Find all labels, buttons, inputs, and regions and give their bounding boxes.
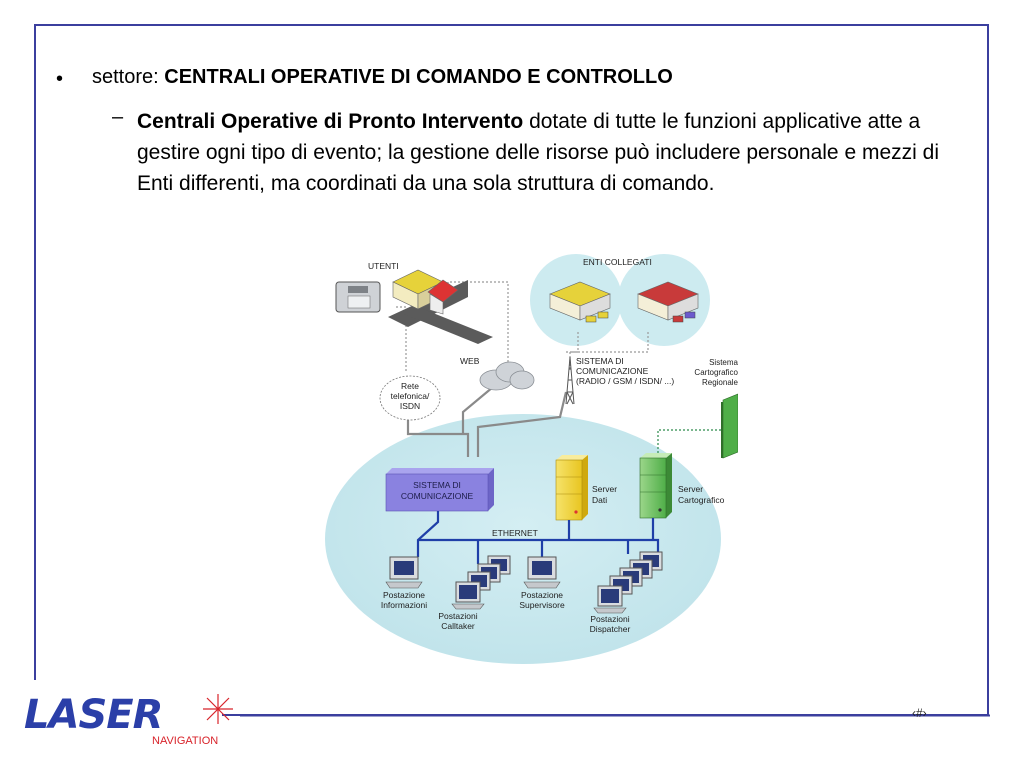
network-diagram: UTENTI ENTI COLLEGATI WEB (325, 254, 738, 664)
bullet-dot: • (56, 68, 64, 90)
footer-line (240, 714, 990, 717)
frame-gap (30, 680, 242, 740)
label-box-1: SISTEMA DI (413, 480, 461, 490)
telephone-icon (335, 281, 381, 313)
bullet-prefix: settore: (92, 66, 159, 88)
label-post-call-2: Calltaker (441, 621, 475, 631)
sub-dash: – (112, 106, 124, 128)
label-web: WEB (460, 356, 480, 366)
label-enti-collegati: ENTI COLLEGATI (583, 257, 652, 267)
bullet-title: CENTRALI OPERATIVE DI COMANDO E CONTROLL… (164, 66, 673, 88)
bullet-line: settore: CENTRALI OPERATIVE DI COMANDO E… (92, 66, 673, 89)
label-post-info-1: Postazione (383, 590, 425, 600)
label-carto-1: Sistema (709, 358, 738, 367)
label-rete-3: ISDN (400, 401, 420, 411)
label-post-info-2: Informazioni (381, 600, 427, 610)
sub-body: dotate di tutte le funzioni applicative … (137, 110, 939, 195)
workstations-dispatcher-icon (593, 551, 663, 614)
ethernet-bus (416, 511, 660, 564)
data-server-icon (555, 455, 588, 521)
label-server-carto-1: Server (678, 484, 703, 494)
logo-brand: LASER (24, 692, 162, 738)
label-ethernet: ETHERNET (492, 528, 538, 538)
logo-sub: NAVIGATION (152, 735, 218, 747)
label-carto-2: Cartografico (694, 368, 738, 377)
laser-star-icon (203, 694, 233, 724)
label-server-carto-2: Cartografico (678, 495, 725, 505)
regional-server-icon (721, 393, 738, 459)
label-post-sup-1: Postazione (521, 590, 563, 600)
label-post-disp-1: Postazioni (590, 614, 629, 624)
page-number: ‹#› (912, 706, 927, 720)
label-com-top-2: COMUNICAZIONE (576, 366, 649, 376)
label-rete-1: Rete (401, 381, 419, 391)
label-post-call-1: Postazioni (438, 611, 477, 621)
label-carto-3: Regionale (702, 378, 738, 387)
buildings-icon (392, 269, 459, 315)
phone-network-cloud (379, 375, 441, 421)
workstation-info-icon (385, 556, 423, 589)
label-post-disp-2: Dispatcher (590, 624, 631, 634)
laser-navigation-logo: LASER NAVIGATION (24, 692, 252, 747)
label-post-sup-2: Supervisore (519, 600, 565, 610)
label-rete-2: telefonica/ (391, 391, 430, 401)
label-server-dati-1: Server (592, 484, 617, 494)
label-com-top-1: SISTEMA DI (576, 356, 624, 366)
label-utenti: UTENTI (368, 261, 399, 271)
ente-building-1 (549, 281, 611, 323)
sub-paragraph: Centrali Operative di Pronto Intervento … (137, 106, 957, 199)
workstations-calltaker-icon (451, 555, 511, 610)
carto-link (657, 429, 722, 465)
map-server-icon (639, 453, 672, 519)
grey-links (406, 386, 568, 457)
label-box-2: COMUNICAZIONE (401, 491, 474, 501)
ente-building-2 (637, 281, 699, 323)
workstation-supervisor-icon (523, 556, 561, 589)
web-cloud-icon (479, 361, 535, 391)
antenna-tower-icon (565, 356, 575, 405)
communication-system-box (385, 468, 494, 512)
label-com-top-3: (RADIO / GSM / ISDN/ ...) (576, 376, 674, 386)
label-server-dati-2: Dati (592, 495, 607, 505)
sub-title: Centrali Operative di Pronto Intervento (137, 110, 524, 133)
